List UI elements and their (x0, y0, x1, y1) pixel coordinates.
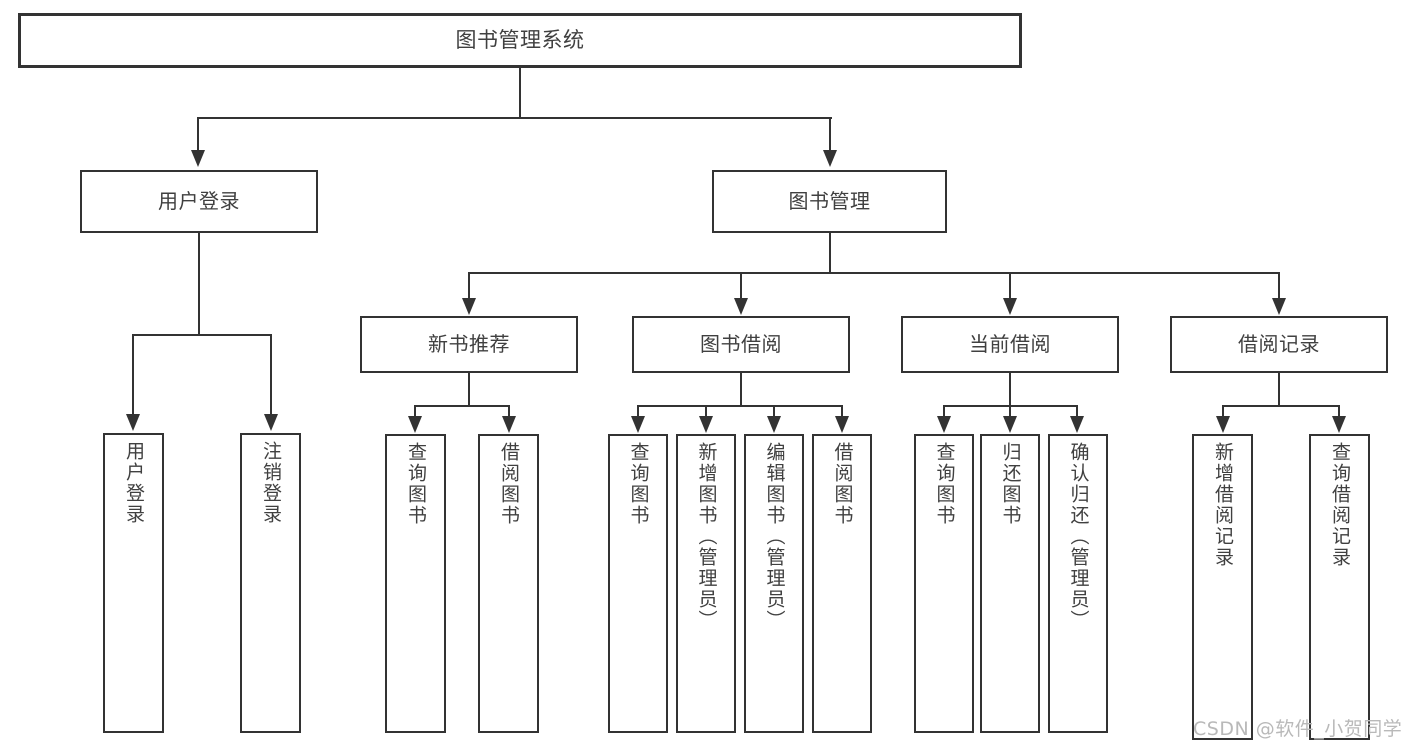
leaf-current-borrow-confirm-return[interactable]: 确认归还（管理员） (1048, 434, 1108, 733)
node-label: 借阅图书 (831, 442, 854, 526)
arrowhead-current-borrow (1003, 298, 1017, 315)
leaf-current-borrow-return[interactable]: 归还图书 (980, 434, 1040, 733)
connector-user-login-stem (198, 233, 200, 335)
node-new-book-recommend[interactable]: 新书推荐 (360, 316, 578, 373)
connector-borrow-record-bus (1222, 405, 1340, 407)
node-book-management[interactable]: 图书管理 (712, 170, 947, 233)
arrowhead-leaf-borrow-record-1 (1332, 416, 1346, 433)
leaf-borrow-record-query[interactable]: 查询借阅记录 (1309, 434, 1370, 740)
arrowhead-book-borrow (734, 298, 748, 315)
node-label: 当前借阅 (969, 332, 1051, 356)
node-label: 借阅记录 (1238, 332, 1320, 356)
node-root-system[interactable]: 图书管理系统 (18, 13, 1022, 68)
node-label: 借阅图书 (498, 442, 520, 526)
node-label: 编辑图书（管理员） (763, 442, 786, 631)
arrowhead-new-book (462, 298, 476, 315)
arrowhead-leaf-book-borrow-0 (631, 416, 645, 433)
node-label: 查询借阅记录 (1329, 442, 1351, 568)
node-label: 查询图书 (627, 442, 650, 526)
connector-current-borrow-to-leaf-2 (1076, 405, 1078, 418)
connector-borrow-record-to-leaf-0 (1222, 405, 1224, 418)
arrowhead-leaf-book-borrow-2 (767, 416, 781, 433)
connector-root-stem (519, 68, 521, 118)
connector-user-login-bus (132, 334, 272, 336)
node-label: 新书推荐 (428, 332, 510, 356)
node-label: 确认归还（管理员） (1067, 442, 1090, 631)
arrowhead-leaf-borrow-record-0 (1216, 416, 1230, 433)
node-label: 图书管理系统 (455, 28, 585, 53)
leaf-current-borrow-query[interactable]: 查询图书 (914, 434, 974, 733)
connector-book-borrow-to-leaf-2 (773, 405, 775, 418)
leaf-book-borrow-edit[interactable]: 编辑图书（管理员） (744, 434, 804, 733)
leaf-user-login-logout[interactable]: 注销登录 (240, 433, 301, 733)
node-label: 归还图书 (999, 442, 1022, 526)
connector-book-borrow-bus (637, 405, 843, 407)
connector-borrow-record-to-leaf-1 (1338, 405, 1340, 418)
connector-user-login-to-leaf-0 (132, 334, 134, 416)
node-label: 图书管理 (788, 189, 871, 213)
arrowhead-leaf-current-borrow-1 (1003, 416, 1017, 433)
connector-book-borrow-to-leaf-3 (841, 405, 843, 418)
connector-book-borrow-to-leaf-1 (705, 405, 707, 418)
node-label: 用户登录 (123, 441, 145, 525)
node-label: 用户登录 (158, 189, 240, 213)
arrowhead-leaf-user-login-0 (126, 414, 140, 431)
connector-new-book-to-leaf-0 (414, 405, 416, 418)
arrowhead-leaf-new-book-1 (502, 416, 516, 433)
leaf-new-book-borrow[interactable]: 借阅图书 (478, 434, 539, 733)
connector-borrow-record-stem (1278, 373, 1280, 406)
connector-root-to-user-login (197, 117, 199, 152)
leaf-new-book-query[interactable]: 查询图书 (385, 434, 446, 733)
node-book-borrow[interactable]: 图书借阅 (632, 316, 850, 373)
connector-root-bus (197, 117, 832, 119)
node-label: 图书借阅 (700, 332, 782, 356)
connector-to-borrow-record (1278, 272, 1280, 300)
leaf-user-login-login[interactable]: 用户登录 (103, 433, 164, 733)
arrowhead-leaf-book-borrow-3 (835, 416, 849, 433)
connector-book-manage-bus (468, 272, 1279, 274)
arrowhead-leaf-user-login-1 (264, 414, 278, 431)
connector-book-borrow-stem (740, 373, 742, 406)
connector-current-borrow-stem (1009, 373, 1011, 406)
node-label: 注销登录 (260, 441, 282, 525)
connector-new-book-to-leaf-1 (508, 405, 510, 418)
arrowhead-leaf-current-borrow-0 (937, 416, 951, 433)
arrowhead-leaf-current-borrow-2 (1070, 416, 1084, 433)
connector-current-borrow-to-leaf-0 (943, 405, 945, 418)
node-user-login[interactable]: 用户登录 (80, 170, 318, 233)
connector-book-borrow-to-leaf-0 (637, 405, 639, 418)
arrowhead-borrow-record (1272, 298, 1286, 315)
connector-root-to-book-manage (829, 117, 831, 152)
csdn-watermark: CSDN @软件_小贺同学 (1193, 718, 1403, 740)
leaf-book-borrow-query[interactable]: 查询图书 (608, 434, 668, 733)
node-current-borrow[interactable]: 当前借阅 (901, 316, 1119, 373)
arrowhead-leaf-new-book-0 (408, 416, 422, 433)
leaf-book-borrow-borrow[interactable]: 借阅图书 (812, 434, 872, 733)
arrowhead-leaf-book-borrow-1 (699, 416, 713, 433)
node-label: 查询图书 (933, 442, 956, 526)
node-label: 新增图书（管理员） (695, 442, 718, 631)
node-label: 新增借阅记录 (1212, 442, 1234, 568)
connector-new-book-stem (468, 373, 470, 406)
connector-current-borrow-to-leaf-1 (1009, 405, 1011, 418)
arrowhead-book-manage (823, 150, 837, 167)
arrowhead-user-login (191, 150, 205, 167)
leaf-book-borrow-add[interactable]: 新增图书（管理员） (676, 434, 736, 733)
connector-to-current-borrow (1009, 272, 1011, 300)
connector-to-book-borrow (740, 272, 742, 300)
node-borrow-record[interactable]: 借阅记录 (1170, 316, 1388, 373)
connector-to-new-book (468, 272, 470, 300)
connector-user-login-to-leaf-1 (270, 334, 272, 416)
connector-new-book-bus (414, 405, 510, 407)
leaf-borrow-record-add[interactable]: 新增借阅记录 (1192, 434, 1253, 740)
connector-book-manage-stem (829, 233, 831, 273)
node-label: 查询图书 (405, 442, 427, 526)
